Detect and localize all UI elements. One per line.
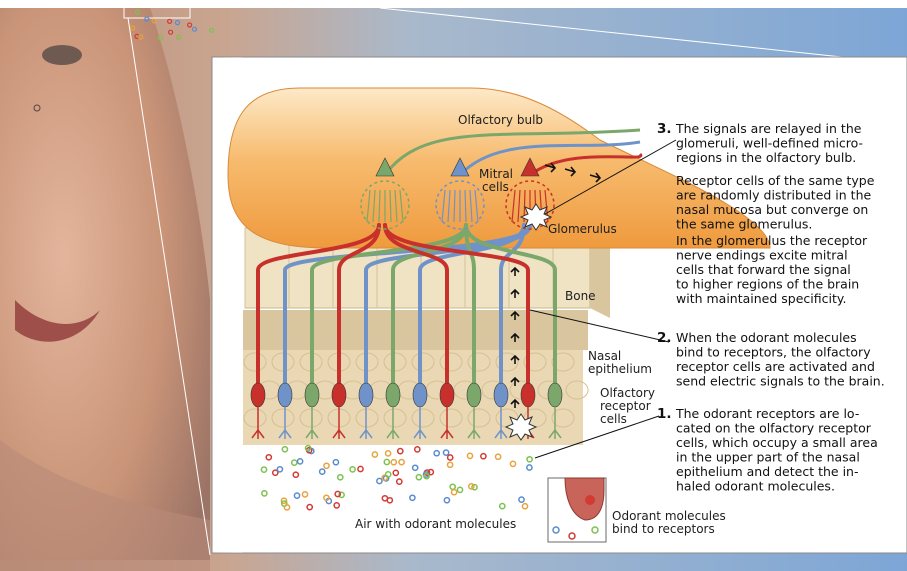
receptor-cell xyxy=(440,383,454,407)
step-line: cells that forward the signal xyxy=(676,262,851,277)
label-epithelium: epithelium xyxy=(588,362,652,376)
receptor-cell xyxy=(305,383,319,407)
label-bind: bind to receptors xyxy=(612,522,715,536)
label-air: Air with odorant molecules xyxy=(355,517,516,531)
label-glomerulus: Glomerulus xyxy=(548,222,617,236)
step-line: The odorant receptors are lo- xyxy=(675,406,859,421)
step-number: 3. xyxy=(657,121,672,137)
step-line: glomeruli, well-defined micro- xyxy=(676,136,863,151)
step-number: 2. xyxy=(657,330,672,346)
label-nasal: Nasal xyxy=(588,349,621,363)
step-line: in the upper part of the nasal xyxy=(676,450,860,465)
label-olfactory-bulb: Olfactory bulb xyxy=(458,113,543,127)
step-line: bind to receptors, the olfactory xyxy=(676,345,871,360)
label-receptor-cells: cells xyxy=(600,412,627,426)
lamina-layer xyxy=(243,310,588,350)
receptor-burst xyxy=(506,414,536,440)
step-line: the same glomerulus. xyxy=(676,217,812,232)
receptor-cell xyxy=(386,383,400,407)
step-line: cated on the olfactory receptor xyxy=(676,421,872,436)
inset-molecule xyxy=(585,495,595,505)
receptor-cell xyxy=(278,383,292,407)
step-line: cells, which occupy a small area xyxy=(676,435,878,450)
top-strip xyxy=(0,0,907,8)
step-line: Receptor cells of the same type xyxy=(676,173,875,188)
step-line: haled odorant molecules. xyxy=(676,479,835,494)
step-line: regions in the olfactory bulb. xyxy=(676,150,856,165)
label-odorant: Odorant molecules xyxy=(612,509,726,523)
glomerulus-burst xyxy=(521,204,551,230)
step-number: 1. xyxy=(657,406,672,422)
label-cells: cells xyxy=(482,180,509,194)
label-receptor: receptor xyxy=(600,399,651,413)
step-line: receptor cells are activated and xyxy=(676,359,875,374)
label-bone: Bone xyxy=(565,289,596,303)
step-line: epithelium and detect the in- xyxy=(676,464,858,479)
step-line: nasal mucosa but converge on xyxy=(676,202,868,217)
receptor-cell xyxy=(467,383,481,407)
step-line: send electric signals to the brain. xyxy=(676,374,885,389)
label-olfactory: Olfactory xyxy=(600,386,655,400)
receptor-cell xyxy=(494,383,508,407)
step-line: nerve endings excite mitral xyxy=(676,248,848,263)
step-line: are randomly distributed in the xyxy=(676,188,871,203)
step-line: with maintained specificity. xyxy=(676,291,846,306)
label-mitral: Mitral xyxy=(479,167,513,181)
step-line: The signals are relayed in the xyxy=(675,121,862,136)
receptor-cell xyxy=(332,383,346,407)
receptor-cell xyxy=(413,383,427,407)
receptor-cell xyxy=(359,383,373,407)
eye-shape xyxy=(42,45,82,65)
receptor-cell xyxy=(548,383,562,407)
step-line: to higher regions of the brain xyxy=(676,277,859,292)
step-line: In the glomerulus the receptor xyxy=(676,233,868,248)
step-line: When the odorant molecules xyxy=(676,330,857,345)
receptor-cell xyxy=(251,383,265,407)
receptor-cell xyxy=(521,383,535,407)
